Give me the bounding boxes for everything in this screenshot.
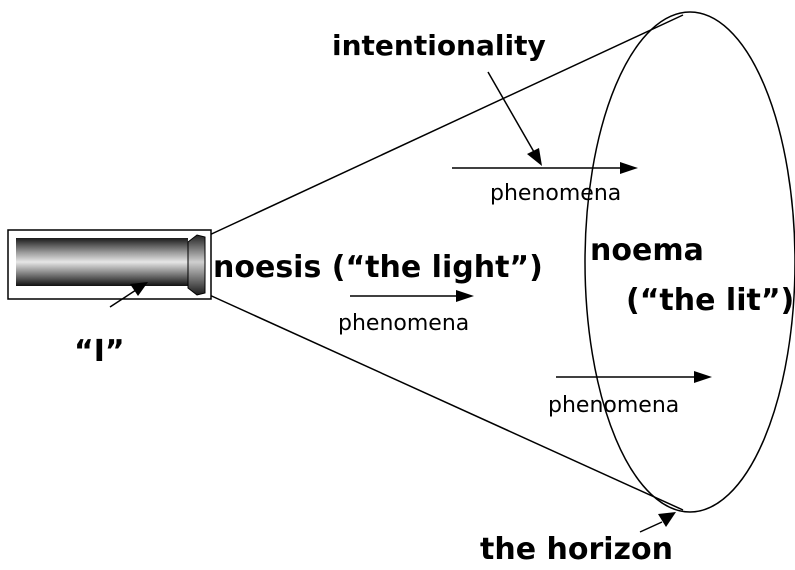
horizon-arrow [639, 512, 676, 533]
phenomena-label-mid: phenomena [338, 311, 469, 336]
noesis-label: noesis (“the light”) [213, 250, 543, 285]
noema-label-line1: noema [590, 233, 704, 268]
i-arrow [109, 282, 148, 308]
cone-top-edge [204, 14, 684, 238]
cone-bottom-edge [204, 292, 684, 511]
noema-label-line2: (“the lit”) [626, 283, 794, 318]
horizon-label: the horizon [480, 532, 673, 567]
phenomena-label-bottom: phenomena [548, 393, 679, 418]
phenomena-arrow-bottom [556, 371, 712, 383]
intentionality-label: intentionality [332, 29, 546, 62]
intentionality-arrow [487, 71, 542, 166]
phenomena-arrow-top [452, 162, 638, 174]
flashlight-icon [7, 229, 212, 300]
i-label: “I” [74, 334, 125, 369]
horizon-ellipse [584, 11, 795, 513]
phenomena-arrow-mid [350, 290, 474, 302]
phenomena-label-top: phenomena [490, 181, 621, 206]
